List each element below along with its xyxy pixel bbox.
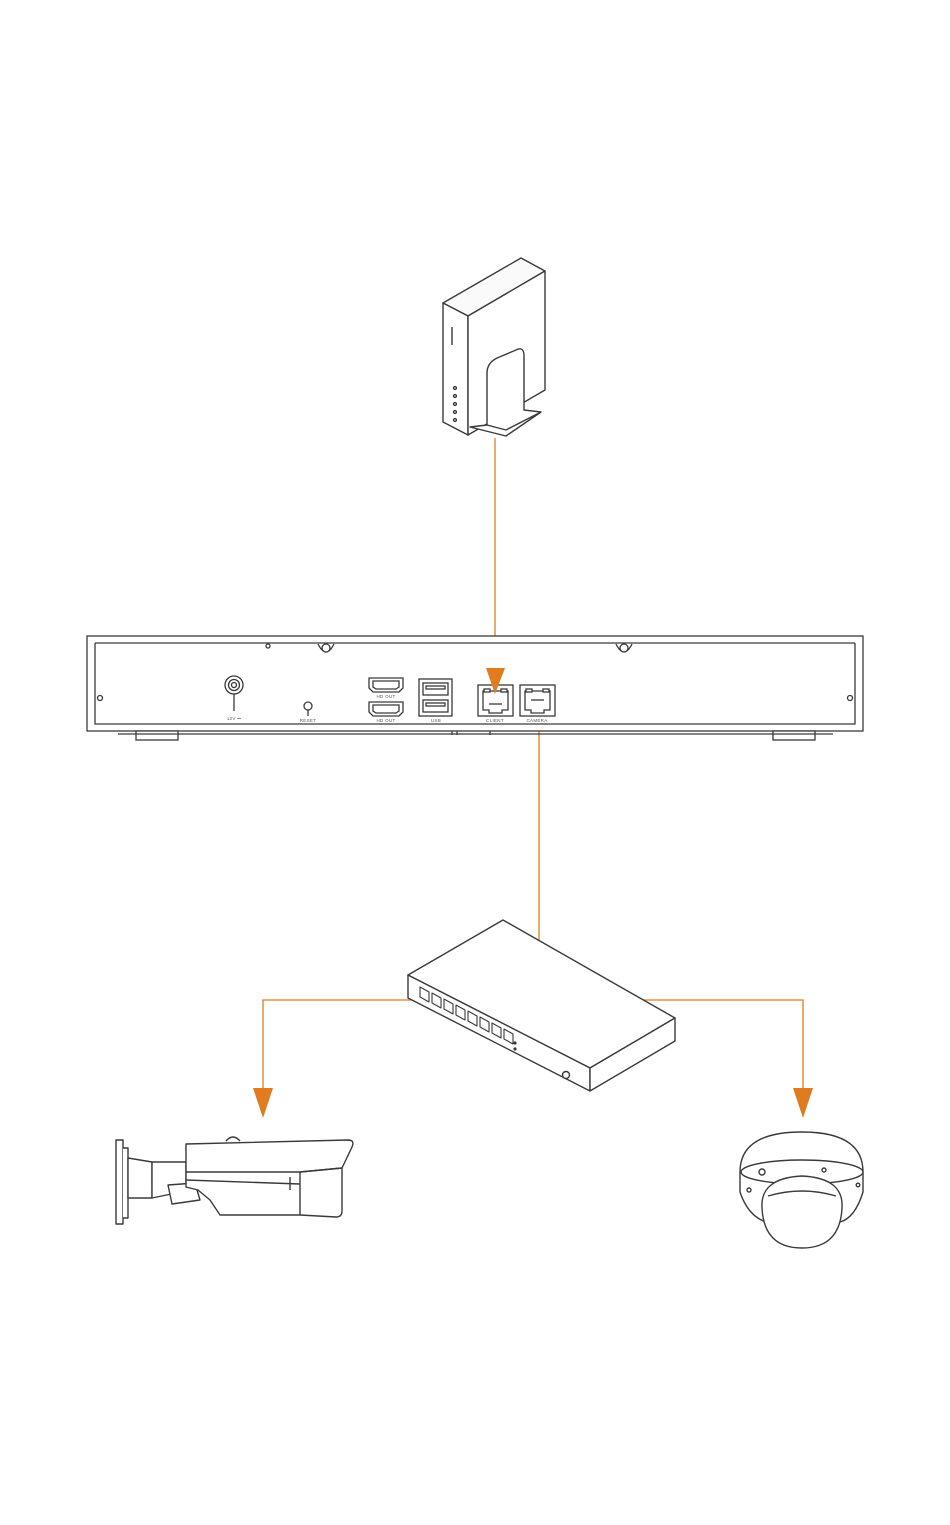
hdmi-port-2	[369, 702, 403, 716]
switch-icon	[408, 920, 675, 1091]
camera-label: CAMERA	[526, 718, 547, 723]
hdmi-out-label: HD OUT	[376, 694, 395, 699]
bullet-camera-arrowhead	[253, 1088, 273, 1118]
router-icon	[443, 258, 545, 436]
hdmi-port-1	[369, 678, 403, 692]
hdmi-out2-label: HD OUT	[376, 718, 395, 723]
nvr-icon	[87, 636, 863, 740]
usb-label: USB	[431, 718, 441, 723]
usb-ports	[419, 679, 452, 716]
client-label: CLIENT	[486, 718, 504, 723]
bullet-camera-icon	[116, 1137, 353, 1224]
dome-camera-icon	[740, 1132, 863, 1248]
camera-port	[520, 685, 555, 716]
reset-label: RESET	[300, 718, 317, 723]
dome-camera-arrowhead	[793, 1088, 813, 1118]
power-label: 12V ⎓	[227, 716, 241, 721]
switch-to-bullet-line	[263, 1000, 418, 1090]
